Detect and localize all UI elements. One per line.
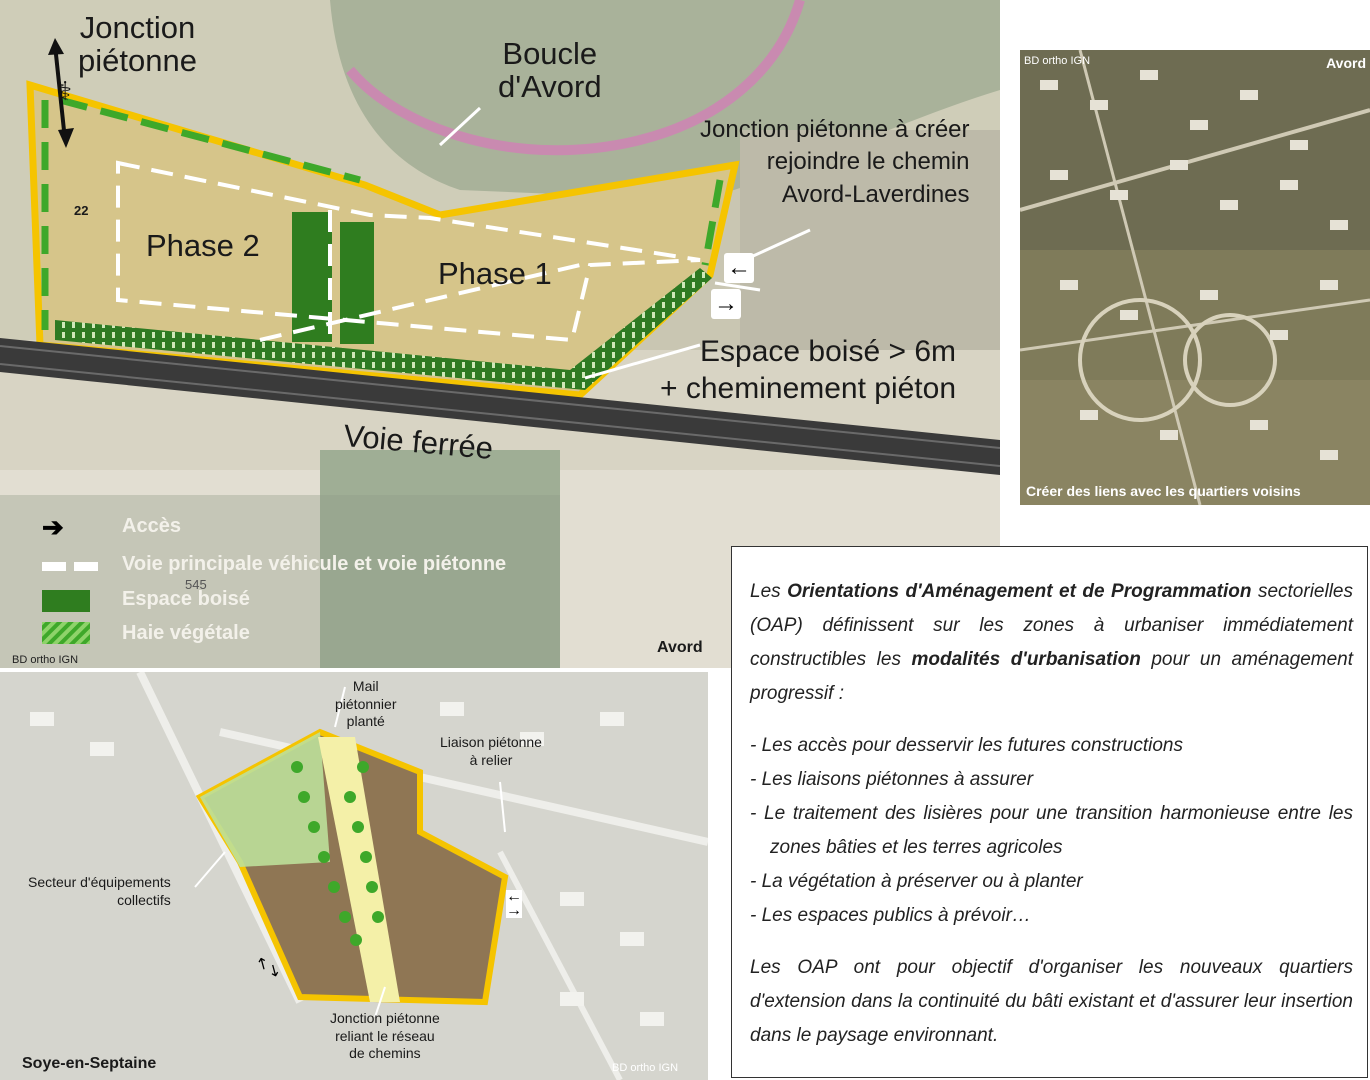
intro-bold-1: Orientations d'Aménagement et de Program…: [787, 581, 1252, 602]
label-espace-boise: Espace boisé > 6m + cheminement piéton: [660, 335, 957, 405]
main-map-drawing: [0, 0, 1000, 668]
legend-haie-vegetale: Haie végétale: [122, 622, 250, 644]
list-item: La végétation à préserver ou à planter: [750, 865, 1353, 899]
intro-bold-2: modalités d'urbanisation: [911, 649, 1141, 670]
label-jonction-a-creer: Jonction piétonne à créer rejoindre le c…: [700, 116, 970, 208]
access-arrow-out-icon: →: [711, 289, 741, 319]
elevation-label: 545: [185, 577, 207, 592]
list-item: Le traitement des lisières pour une tran…: [750, 797, 1353, 865]
soye-mail-label: Mail piétonnier planté: [335, 678, 397, 729]
label-jonction-pietonne: Jonction piétonne: [78, 10, 197, 78]
credit-bd-ortho: BD ortho IGN: [12, 654, 79, 666]
soye-map: Mail piétonnier planté Liaison piétonne …: [0, 672, 708, 1080]
legend-espace-boise: Espace boisé: [122, 588, 250, 610]
soye-drawing: [0, 672, 708, 1080]
main-map: ← → ⚕ Jonction piétonne Boucle d'Avord J…: [0, 0, 1000, 668]
legend-voie-principale: Voie principale véhicule et voie piétonn…: [122, 553, 507, 575]
legend-acces: Accès: [122, 515, 181, 537]
oap-description-box: Les Orientations d'Aménagement et de Pro…: [731, 546, 1368, 1078]
road-number: 22: [74, 203, 89, 218]
pedestrian-icon: ⚕: [58, 76, 73, 106]
soye-credit: BD ortho IGN: [612, 1062, 679, 1074]
access-arrow-in-icon: ←: [724, 253, 754, 283]
list-item: Les liaisons piétonnes à assurer: [750, 763, 1353, 797]
legend-arrow-icon: ➔: [42, 512, 64, 542]
list-item: Les accès pour desservir les futures con…: [750, 729, 1353, 763]
aerial-drawing: [1020, 50, 1370, 505]
place-avord: Avord: [657, 639, 703, 656]
soye-liaison-label: Liaison piétonne à relier: [440, 734, 542, 768]
aerial-photo: BD ortho IGN Avord Créer des liens avec …: [1020, 50, 1370, 505]
label-boucle-avord: Boucle d'Avord: [498, 36, 602, 104]
oap-list: Les accès pour desservir les futures con…: [750, 729, 1353, 933]
soye-place-label: Soye-en-Septaine: [22, 1055, 157, 1072]
soye-secteur-label: Secteur d'équipements collectifs: [28, 874, 171, 908]
aerial-caption: Créer des liens avec les quartiers voisi…: [1026, 483, 1301, 499]
conclusion-paragraph: Les OAP ont pour objectif d'organiser le…: [750, 957, 1353, 1046]
soye-jonction-label: Jonction piétonne reliant le réseau de c…: [330, 1010, 440, 1061]
aerial-place: Avord: [1326, 55, 1366, 71]
soye-access-arrows-icon: ←→: [506, 888, 522, 919]
aerial-credit: BD ortho IGN: [1024, 55, 1091, 67]
list-item: Les espaces publics à prévoir…: [750, 899, 1353, 933]
intro-paragraph: Les Orientations d'Aménagement et de Pro…: [750, 581, 1354, 704]
label-phase-1: Phase 1: [438, 256, 552, 291]
label-phase-2: Phase 2: [146, 228, 260, 263]
tree-dots: [291, 761, 384, 946]
